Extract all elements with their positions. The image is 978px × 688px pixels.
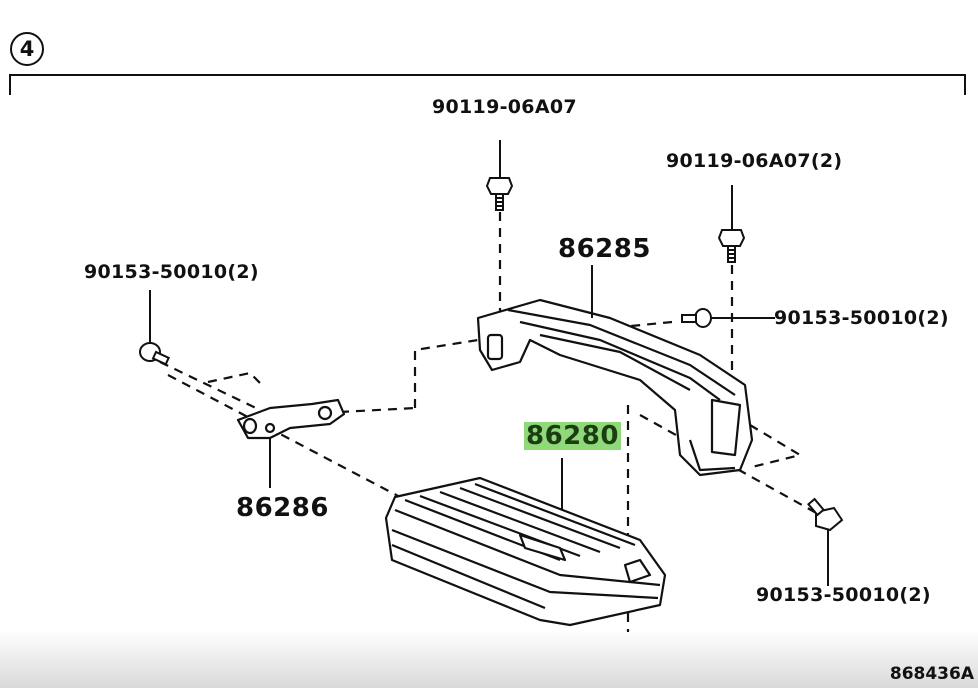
label-bolt-right-top[interactable]: 90119-06A07(2) xyxy=(666,150,843,172)
label-bracket-main[interactable]: 86285 xyxy=(558,234,651,264)
screw-right-bottom-icon xyxy=(807,497,844,532)
label-bolt-top[interactable]: 90119-06A07 xyxy=(432,96,577,118)
bracket-main-shape xyxy=(476,298,754,477)
label-bracket-small[interactable]: 86286 xyxy=(236,493,329,523)
label-screw-right-mid[interactable]: 90153-50010(2) xyxy=(774,307,949,329)
bolt-right-icon xyxy=(717,229,746,263)
group-number-badge: 4 xyxy=(10,32,44,66)
footer-band xyxy=(0,630,978,688)
bolt-top-icon xyxy=(485,177,514,211)
screw-right-mid-icon xyxy=(681,308,712,328)
label-screw-left[interactable]: 90153-50010(2) xyxy=(84,261,259,283)
label-amplifier[interactable]: 86280 xyxy=(524,421,621,451)
diagram-code: 868436A xyxy=(889,664,974,684)
screw-left-icon xyxy=(139,342,171,366)
group-bracket xyxy=(9,74,966,95)
bracket-small-shape xyxy=(236,398,346,440)
label-screw-right-bottom[interactable]: 90153-50010(2) xyxy=(756,584,931,606)
amplifier-shape xyxy=(384,476,667,627)
